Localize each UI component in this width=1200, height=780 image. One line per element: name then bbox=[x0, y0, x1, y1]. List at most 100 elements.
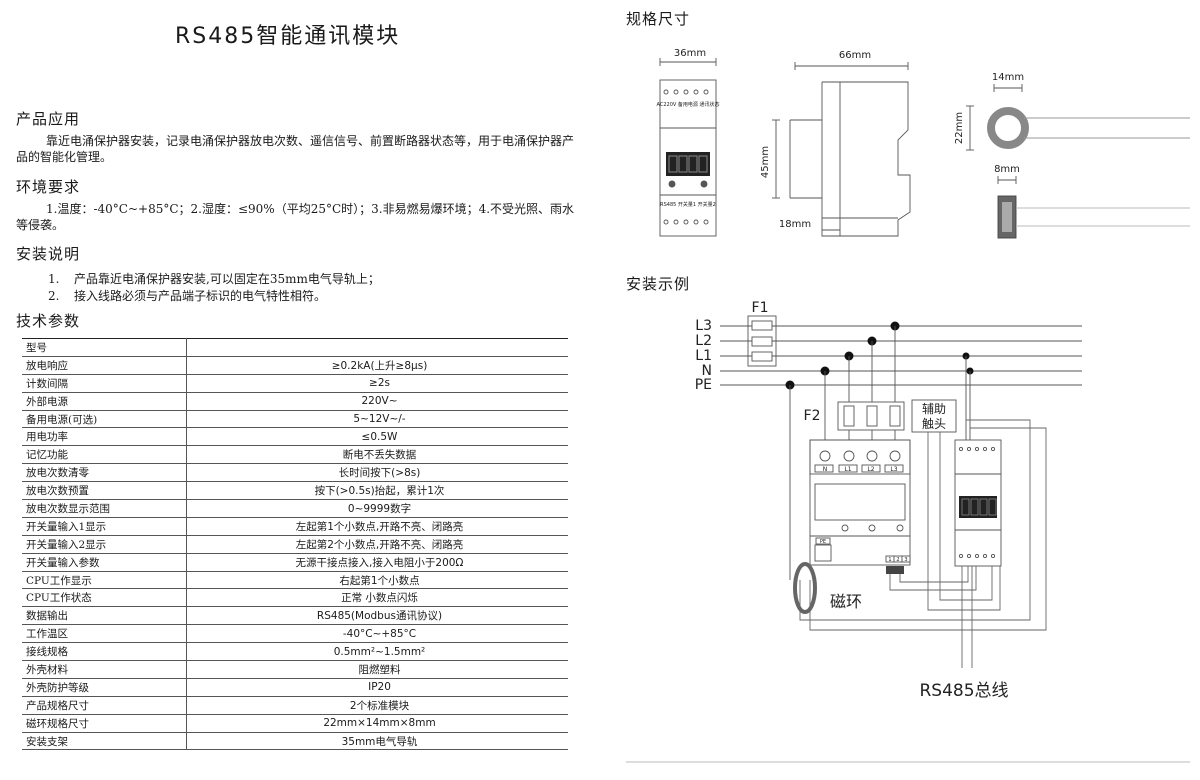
spec-value: 左起第1个小数点,开路不亮、闭路亮 bbox=[186, 517, 568, 536]
dim-depth-bottom: 18mm bbox=[779, 219, 811, 230]
fuse-f1-label: F1 bbox=[752, 300, 769, 316]
spec-key: 记忆功能 bbox=[22, 445, 187, 465]
spec-key: CPU工作显示 bbox=[22, 571, 187, 590]
spec-row: 用电功率≤0.5W bbox=[22, 427, 568, 447]
spec-row: 工作温区-40°C~+85°C bbox=[22, 624, 568, 644]
installation-item-text: 产品靠近电涌保护器安装,可以固定在35mm电气导轨上； bbox=[74, 272, 380, 286]
environment-text: 1.温度：-40°C~+85°C；2.湿度：≤90%（平均25°C时）；3.非易… bbox=[16, 202, 575, 232]
spec-key: 备用电源(可选) bbox=[22, 410, 187, 429]
spec-key: 开关量输入2显示 bbox=[22, 535, 187, 554]
spec-key: 数据输出 bbox=[22, 606, 187, 626]
line-label-l1: L1 bbox=[695, 348, 712, 364]
spec-value: 断电不丢失数据 bbox=[186, 445, 568, 465]
spec-value: ≥2s bbox=[186, 374, 568, 393]
installation-item: 1.产品靠近电涌保护器安装,可以固定在35mm电气导轨上； bbox=[48, 270, 380, 287]
line-label-pe: PE bbox=[695, 377, 712, 393]
bus-lines bbox=[720, 325, 1082, 386]
spec-value: 正常 小数点闪烁 bbox=[186, 588, 568, 608]
front-label: AC220V 备用电源 通讯状态 bbox=[657, 101, 720, 108]
spec-value: IP20 bbox=[186, 678, 568, 697]
spec-value: ≤0.5W bbox=[186, 427, 568, 447]
spec-value: 2个标准模块 bbox=[186, 696, 568, 715]
installation-item-text: 接入线路必须与产品端子标识的电气特性相符。 bbox=[74, 289, 327, 303]
front-bottom-label: RS485 开关量1 开关量2 bbox=[660, 201, 716, 208]
section-heading-specs: 技术参数 bbox=[16, 312, 81, 330]
installation-item: 2. 接入线路必须与产品端子标识的电气特性相符。 bbox=[48, 287, 326, 304]
dimensions-heading: 规格尺寸 bbox=[626, 10, 691, 28]
spec-key: 放电次数显示范围 bbox=[22, 499, 187, 518]
signal-wires bbox=[799, 419, 1047, 668]
magnetic-ring-side bbox=[997, 176, 1190, 239]
spec-value: 阻燃塑料 bbox=[186, 660, 568, 679]
spec-value: 0.5mm²~1.5mm² bbox=[186, 642, 568, 662]
dim-ring-inner: 14mm bbox=[992, 72, 1024, 83]
install-example-heading: 安装示例 bbox=[626, 275, 691, 293]
spec-row: 型号 bbox=[22, 338, 568, 357]
spec-value: 0~9999数字 bbox=[186, 499, 568, 518]
spd-terminal-l3: L3 bbox=[890, 466, 897, 473]
section-heading-application: 产品应用 bbox=[16, 110, 81, 128]
spec-value: RS485(Modbus通讯协议) bbox=[186, 606, 568, 626]
dim-width-front: 36mm bbox=[674, 48, 706, 59]
spec-row: 开关量输入参数无源干接点接入,接入电阻小于200Ω bbox=[22, 553, 568, 572]
spd-aux-terminal-3: 3 bbox=[904, 557, 907, 563]
front-display-digits bbox=[668, 155, 708, 173]
spec-value: 35mm电气导轨 bbox=[186, 732, 568, 751]
fuse-f1 bbox=[747, 315, 777, 367]
spec-value: -40°C~+85°C bbox=[186, 624, 568, 644]
spec-value: 右起第1个小数点 bbox=[186, 571, 568, 590]
spec-value: 长时间按下(>8s) bbox=[186, 463, 568, 483]
dim-ring-thick: 8mm bbox=[994, 164, 1020, 175]
spec-value: 无源干接点接入,接入电阻小于200Ω bbox=[186, 553, 568, 572]
spec-key: 放电响应 bbox=[22, 356, 187, 375]
spec-key: 接线规格 bbox=[22, 642, 187, 662]
spec-value: 22mm×14mm×8mm bbox=[186, 714, 568, 733]
dim-ring-outer: 22mm bbox=[954, 112, 965, 144]
spec-key: 外部电源 bbox=[22, 392, 187, 411]
spd-aux-connector bbox=[886, 566, 904, 574]
spd-aux-terminal-2: 2 bbox=[896, 557, 899, 563]
bus-label: RS485总线 bbox=[919, 681, 1008, 701]
spd-pe-label: PE bbox=[820, 539, 826, 545]
spec-row: 开关量输入1显示左起第1个小数点,开路不亮、闭路亮 bbox=[22, 517, 568, 536]
diagram-magnetic-ring bbox=[793, 562, 817, 614]
installation-item-num: 2. bbox=[48, 289, 60, 303]
aux-contact-label: 辅助触头 bbox=[922, 402, 946, 431]
side-view bbox=[772, 62, 911, 237]
spec-key: 计数间隔 bbox=[22, 374, 187, 393]
rs485-display-digits bbox=[961, 498, 997, 516]
spd-terminal-l1: L1 bbox=[844, 466, 851, 473]
spd-aux-terminal-1: 1 bbox=[888, 557, 891, 563]
spec-value: ≥0.2kA(上升≥8μs) bbox=[186, 356, 568, 375]
dim-height: 45mm bbox=[760, 146, 771, 178]
spd-terminal-l2: L2 bbox=[867, 466, 874, 473]
spec-row: 放电次数预置按下(>0.5s)抬起，累计1次 bbox=[22, 481, 568, 501]
line-label-l3: L3 bbox=[695, 318, 712, 334]
spec-value: 220V~ bbox=[186, 392, 568, 411]
fuse-f2 bbox=[837, 401, 905, 431]
section-heading-installation: 安装说明 bbox=[16, 245, 81, 263]
dim-width-side: 66mm bbox=[839, 50, 871, 61]
spec-row: 记忆功能断电不丢失数据 bbox=[22, 445, 568, 465]
spec-key: 外壳防护等级 bbox=[22, 678, 187, 697]
spec-key: 型号 bbox=[22, 338, 187, 357]
spec-row: CPU工作显示右起第1个小数点 bbox=[22, 571, 568, 590]
page-title: RS485智能通讯模块 bbox=[175, 24, 401, 49]
spec-row: CPU工作状态正常 小数点闪烁 bbox=[22, 588, 568, 608]
spec-row: 备用电源(可选)5~12V~/- bbox=[22, 410, 568, 429]
spec-value: 左起第2个小数点,开路不亮、闭路亮 bbox=[186, 535, 568, 554]
spec-key: 开关量输入1显示 bbox=[22, 517, 187, 536]
application-text: 靠近电涌保护器安装，记录电涌保护器放电次数、遥信信号、前置断路器状态等，用于电涌… bbox=[16, 134, 575, 164]
spec-key: CPU工作状态 bbox=[22, 588, 187, 608]
spec-key: 工作温区 bbox=[22, 624, 187, 644]
spd-terminal-n: N bbox=[823, 466, 828, 473]
spec-value: 按下(>0.5s)抬起，累计1次 bbox=[186, 481, 568, 501]
